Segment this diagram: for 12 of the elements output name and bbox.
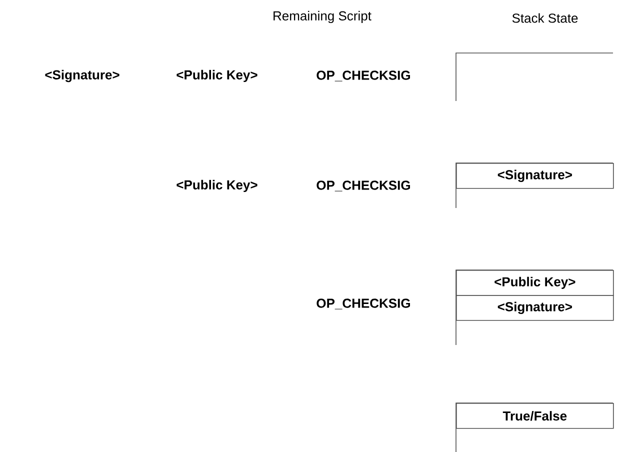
stack-item-box: <Signature> (456, 163, 614, 189)
script-item: <Public Key> (176, 180, 258, 192)
column-header: Remaining Script (274, 10, 372, 24)
script-item: <Public Key> (176, 70, 258, 82)
stack-item-box: True/False (456, 403, 614, 429)
stack-item-box: <Signature> (456, 295, 614, 321)
stack-item-box: <Public Key> (456, 270, 614, 296)
column-header: Stack State (512, 13, 578, 23)
script-item: OP_CHECKSIG (316, 180, 410, 192)
script-item: <Signature> (45, 70, 120, 82)
script-item: OP_CHECKSIG (316, 298, 410, 310)
script-item: OP_CHECKSIG (316, 70, 410, 82)
